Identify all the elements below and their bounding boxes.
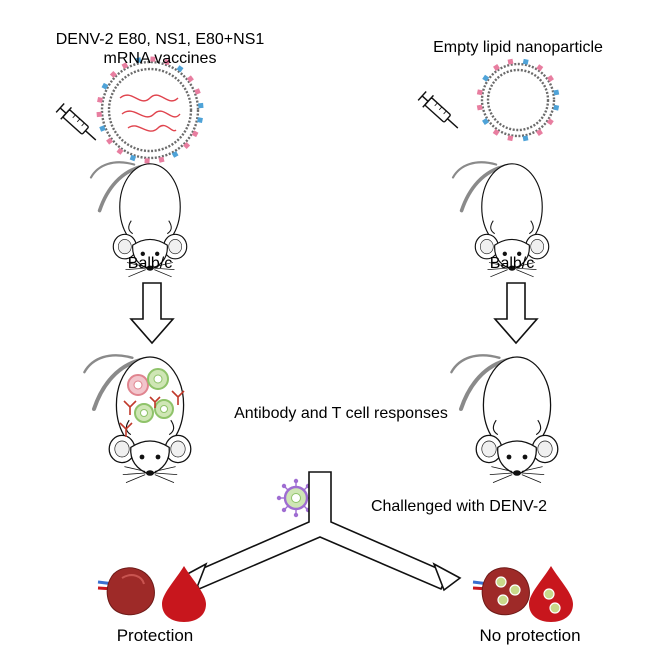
left-down-arrow	[130, 282, 174, 344]
left-title-line2: mRNA vaccines	[103, 50, 217, 67]
virus-spike-tip	[281, 507, 287, 513]
left-outcome-label: Protection	[116, 626, 194, 645]
surface-protein	[101, 82, 109, 90]
left-title-line1: DENV-2 E80, NS1, E80+NS1	[55, 31, 265, 48]
surface-protein	[482, 74, 490, 82]
surface-protein	[482, 118, 489, 125]
surface-protein	[183, 141, 191, 150]
left-nanoparticle	[96, 56, 204, 164]
surface-protein	[492, 128, 500, 136]
surface-protein	[476, 104, 483, 111]
right-down-arrow	[494, 282, 538, 344]
surface-protein	[186, 75, 194, 83]
surface-protein	[144, 158, 150, 164]
surface-protein	[507, 135, 514, 142]
surface-protein	[553, 89, 560, 96]
immune-response-cells	[119, 368, 185, 437]
virus-spike-tip	[293, 512, 299, 518]
left-spleen-icon	[97, 567, 155, 616]
right-outcome-label: No protection	[479, 626, 581, 645]
right-spleen-icon	[472, 567, 530, 616]
surface-protein	[150, 56, 156, 62]
surface-protein	[171, 150, 179, 158]
surface-protein	[158, 156, 165, 163]
surface-protein	[163, 58, 171, 66]
surface-protein	[197, 117, 203, 124]
surface-protein	[547, 75, 554, 82]
surface-protein	[194, 88, 201, 95]
surface-protein	[553, 104, 560, 111]
surface-protein	[109, 70, 117, 79]
surface-protein	[507, 58, 514, 65]
challenge-label: Challenged with DENV-2	[370, 498, 548, 515]
virus-spike-tip	[281, 483, 287, 489]
surface-protein	[522, 58, 529, 65]
surface-protein	[97, 96, 103, 103]
virus-spike-tip	[276, 495, 282, 501]
surface-protein	[99, 125, 106, 132]
right-syringe-icon	[416, 89, 464, 135]
surface-protein	[135, 57, 142, 64]
right-nanoparticle	[476, 58, 560, 142]
surface-protein	[536, 64, 544, 72]
surface-protein	[476, 89, 483, 96]
surface-protein	[116, 147, 124, 155]
surface-protein	[493, 64, 500, 71]
immune-response-label: Antibody and T cell responses	[234, 405, 448, 422]
split-arrow	[178, 471, 462, 592]
virus-spike-tip	[293, 478, 299, 484]
surface-protein	[522, 135, 529, 142]
surface-protein	[546, 118, 554, 126]
left-syringe-icon	[54, 101, 102, 147]
surface-protein	[536, 129, 543, 136]
right-title: Empty lipid nanoparticle	[433, 39, 603, 56]
left-mouse-strain-label: Balb/c	[127, 255, 173, 272]
surface-protein	[96, 111, 102, 118]
surface-protein	[106, 137, 114, 145]
surface-protein	[176, 65, 184, 73]
surface-protein	[191, 130, 199, 138]
left-blood-drop-icon	[162, 566, 206, 622]
right-mouse-strain-label: Balb/c	[489, 255, 535, 272]
right-blood-drop-icon	[529, 566, 573, 622]
surface-protein	[121, 62, 129, 70]
surface-protein	[129, 154, 137, 162]
surface-protein	[198, 102, 204, 109]
